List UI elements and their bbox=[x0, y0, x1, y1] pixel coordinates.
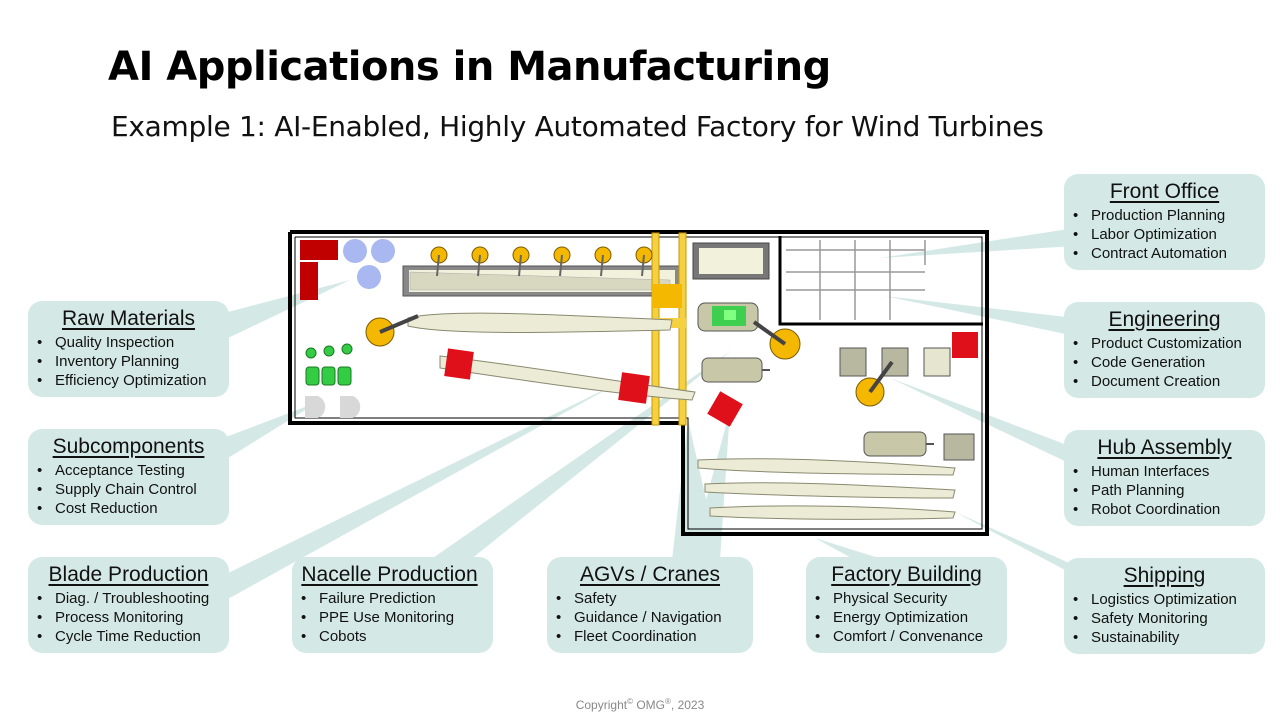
pointer-blade-production bbox=[226, 382, 620, 600]
list-item: Safety Monitoring bbox=[1072, 609, 1257, 628]
callout-shipping: Shipping Logistics Optimization Safety M… bbox=[1064, 558, 1265, 654]
list-item: Energy Optimization bbox=[814, 608, 999, 627]
callout-agvs-cranes-list: Safety Guidance / Navigation Fleet Coord… bbox=[555, 589, 745, 646]
nacelle-housing-2 bbox=[863, 431, 975, 461]
list-item: Safety bbox=[555, 589, 745, 608]
callout-nacelle-production-title: Nacelle Production bbox=[301, 563, 478, 586]
callout-subcomponents: Subcomponents Acceptance Testing Supply … bbox=[28, 429, 229, 525]
page-title: AI Applications in Manufacturing bbox=[108, 44, 831, 90]
callout-factory-building-list: Physical Security Energy Optimization Co… bbox=[814, 589, 999, 646]
list-item: Supply Chain Control bbox=[36, 480, 221, 499]
list-item: Product Customization bbox=[1072, 334, 1257, 353]
nacelle-housing-1 bbox=[701, 357, 770, 383]
callout-engineering-list: Product Customization Code Generation Do… bbox=[1072, 334, 1257, 391]
list-item: Process Monitoring bbox=[36, 608, 221, 627]
factory-walls bbox=[288, 230, 989, 536]
list-item: Efficiency Optimization bbox=[36, 371, 221, 390]
callout-shipping-title: Shipping bbox=[1123, 564, 1206, 587]
list-item: PPE Use Monitoring bbox=[300, 608, 485, 627]
callout-hub-assembly-title: Hub Assembly bbox=[1097, 436, 1232, 459]
agv-vehicle bbox=[707, 391, 743, 427]
hub-assembly-cells bbox=[839, 332, 978, 407]
list-item: Cost Reduction bbox=[36, 499, 221, 518]
list-item: Fleet Coordination bbox=[555, 627, 745, 646]
list-item: Path Planning bbox=[1072, 481, 1257, 500]
copyright-word: Copyright bbox=[575, 698, 628, 712]
list-item: Robot Coordination bbox=[1072, 500, 1257, 519]
gantry-robots bbox=[430, 246, 653, 264]
callout-blade-production: Blade Production Diag. / Troubleshooting… bbox=[28, 557, 229, 653]
raw-material-stock bbox=[300, 240, 338, 300]
callout-subcomponents-title: Subcomponents bbox=[52, 435, 205, 458]
list-item: Failure Prediction bbox=[300, 589, 485, 608]
callout-factory-building: Factory Building Physical Security Energ… bbox=[806, 557, 1007, 653]
list-item: Human Interfaces bbox=[1072, 462, 1257, 481]
callout-engineering: Engineering Product Customization Code G… bbox=[1064, 302, 1265, 398]
list-item: Inventory Planning bbox=[36, 352, 221, 371]
pointer-subcomponents bbox=[218, 402, 318, 458]
callout-factory-building-title: Factory Building bbox=[831, 563, 982, 586]
pointer-front-office bbox=[880, 228, 1075, 258]
callout-hub-assembly: Hub Assembly Human Interfaces Path Plann… bbox=[1064, 430, 1265, 526]
list-item: Physical Security bbox=[814, 589, 999, 608]
callout-front-office-title: Front Office bbox=[1109, 180, 1220, 203]
list-item: Labor Optimization bbox=[1072, 225, 1257, 244]
list-item: Guidance / Navigation bbox=[555, 608, 745, 627]
page-subtitle: Example 1: AI-Enabled, Highly Automated … bbox=[111, 110, 1044, 143]
callout-engineering-title: Engineering bbox=[1108, 308, 1221, 331]
copyright-symbol: © bbox=[627, 697, 633, 706]
list-item: Logistics Optimization bbox=[1072, 590, 1257, 609]
nacelle-control-unit bbox=[692, 242, 770, 280]
callout-nacelle-production: Nacelle Production Failure Prediction PP… bbox=[292, 557, 493, 653]
nacelle-assembly bbox=[697, 302, 801, 360]
callout-front-office: Front Office Production Planning Labor O… bbox=[1064, 174, 1265, 270]
turbine-blades-shipping bbox=[697, 458, 956, 520]
list-item: Sustainability bbox=[1072, 628, 1257, 647]
callout-agvs-cranes-title: AGVs / Cranes bbox=[579, 563, 721, 586]
callout-front-office-list: Production Planning Labor Optimization C… bbox=[1072, 206, 1257, 263]
blade-root-fixtures bbox=[444, 348, 650, 404]
registered-symbol: ® bbox=[665, 697, 671, 706]
pointer-factory-building bbox=[815, 538, 885, 560]
list-item: Cobots bbox=[300, 627, 485, 646]
list-item: Comfort / Convenance bbox=[814, 627, 999, 646]
list-item: Quality Inspection bbox=[36, 333, 221, 352]
list-item: Contract Automation bbox=[1072, 244, 1257, 263]
office-partitions bbox=[786, 240, 926, 320]
callout-raw-materials: Raw Materials Quality Inspection Invento… bbox=[28, 301, 229, 397]
blade-mold bbox=[402, 265, 682, 297]
callout-hub-assembly-list: Human Interfaces Path Planning Robot Coo… bbox=[1072, 462, 1257, 519]
list-item: Document Creation bbox=[1072, 372, 1257, 391]
callout-blade-production-title: Blade Production bbox=[48, 563, 209, 586]
gantry-robot-arms bbox=[436, 254, 645, 277]
callout-nacelle-production-list: Failure Prediction PPE Use Monitoring Co… bbox=[294, 589, 485, 646]
copyright-org: OMG bbox=[636, 698, 665, 712]
copyright-year: , 2023 bbox=[670, 698, 705, 712]
subcomponent-parts bbox=[305, 343, 353, 386]
callout-raw-materials-list: Quality Inspection Inventory Planning Ef… bbox=[36, 333, 221, 390]
list-item: Acceptance Testing bbox=[36, 461, 221, 480]
list-item: Cycle Time Reduction bbox=[36, 627, 221, 646]
list-item: Code Generation bbox=[1072, 353, 1257, 372]
blade-robot-arm bbox=[365, 314, 419, 347]
list-item: Diag. / Troubleshooting bbox=[36, 589, 221, 608]
factory-walls-inner bbox=[294, 236, 983, 530]
callout-subcomponents-list: Acceptance Testing Supply Chain Control … bbox=[36, 461, 221, 518]
callout-raw-materials-title: Raw Materials bbox=[61, 307, 196, 330]
copyright-footer: Copyright© OMG®, 2023 bbox=[0, 697, 1280, 712]
callout-blade-production-list: Diag. / Troubleshooting Process Monitori… bbox=[36, 589, 221, 646]
callout-shipping-list: Logistics Optimization Safety Monitoring… bbox=[1072, 590, 1257, 647]
material-silos bbox=[343, 239, 395, 289]
callout-agvs-cranes: AGVs / Cranes Safety Guidance / Navigati… bbox=[547, 557, 753, 653]
subcomponent-bins bbox=[305, 396, 361, 418]
list-item: Production Planning bbox=[1072, 206, 1257, 225]
pointer-engineering bbox=[885, 296, 1075, 336]
